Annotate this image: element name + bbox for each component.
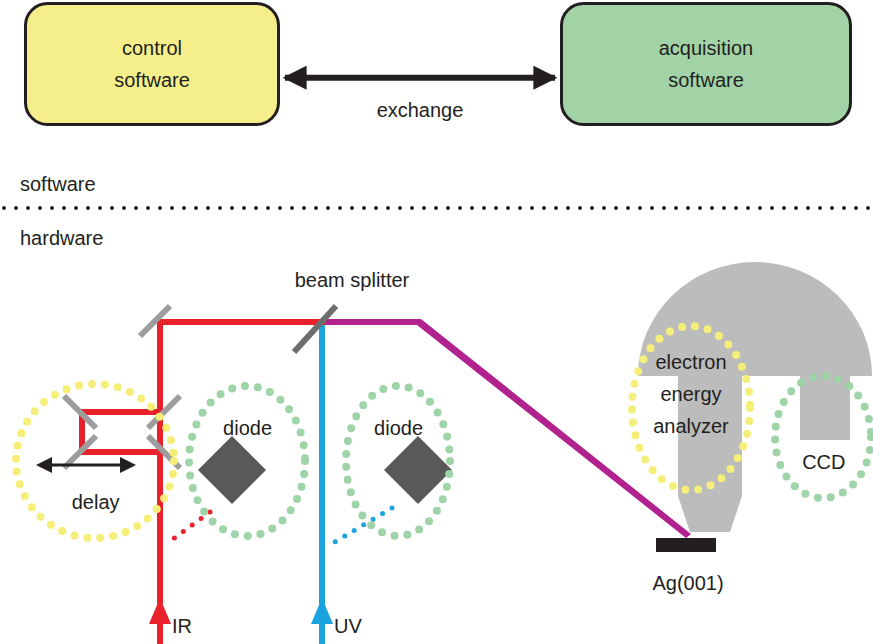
section-label: software: [20, 172, 96, 196]
uv-beam: [311, 325, 333, 644]
pickoff-line: [166, 512, 210, 544]
node-outline: [185, 382, 309, 540]
combined-beam: [326, 319, 691, 538]
node-text: electron energy analyzer: [648, 346, 734, 442]
analyzer-symbol: [638, 262, 872, 532]
diode-symbol: [198, 436, 266, 504]
separator-line: [4, 206, 870, 210]
diode-group: diode: [185, 382, 309, 540]
sample: [656, 538, 716, 552]
node-text: diode: [374, 412, 424, 444]
node-text: diode: [223, 412, 273, 444]
node-outline: [560, 2, 852, 126]
software-box: acquisition software: [560, 2, 852, 126]
beam-label: IR: [172, 614, 192, 638]
node-text: acquisition software: [644, 32, 768, 96]
diode-group: diode: [342, 382, 454, 540]
node-outline: [12, 380, 178, 542]
node-outline: [771, 372, 873, 502]
box-outline: [562, 4, 851, 125]
dotted-outline: [775, 376, 871, 498]
box-outline: [26, 4, 279, 125]
dotted-outline: [16, 384, 174, 538]
beam-splitter: [294, 306, 336, 352]
diode-symbol: [384, 436, 452, 504]
node-outline: [24, 2, 280, 126]
edge-label: exchange: [374, 98, 467, 122]
delay-group: delay: [12, 380, 178, 542]
dotted-outline: [632, 326, 750, 490]
analyzer-group: electron energy analyzer: [628, 322, 754, 494]
software-box: control software: [24, 2, 280, 126]
beam-label: UV: [334, 614, 362, 638]
node-outline: [342, 382, 454, 540]
ir-beam: [82, 319, 330, 644]
node-text: control software: [96, 32, 208, 96]
delay-arrow: [36, 457, 136, 473]
dotted-outline: [189, 386, 305, 536]
node-text: delay: [71, 486, 120, 518]
node-outline: [628, 322, 754, 494]
dotted-outline: [346, 386, 450, 536]
ccd-group: CCD: [771, 372, 873, 502]
section-label: hardware: [20, 226, 103, 250]
part-label: Ag(001): [652, 571, 723, 595]
node-text: CCD: [801, 446, 846, 478]
part-label: beam splitter: [295, 268, 410, 292]
exchange-arrow: [285, 75, 555, 81]
